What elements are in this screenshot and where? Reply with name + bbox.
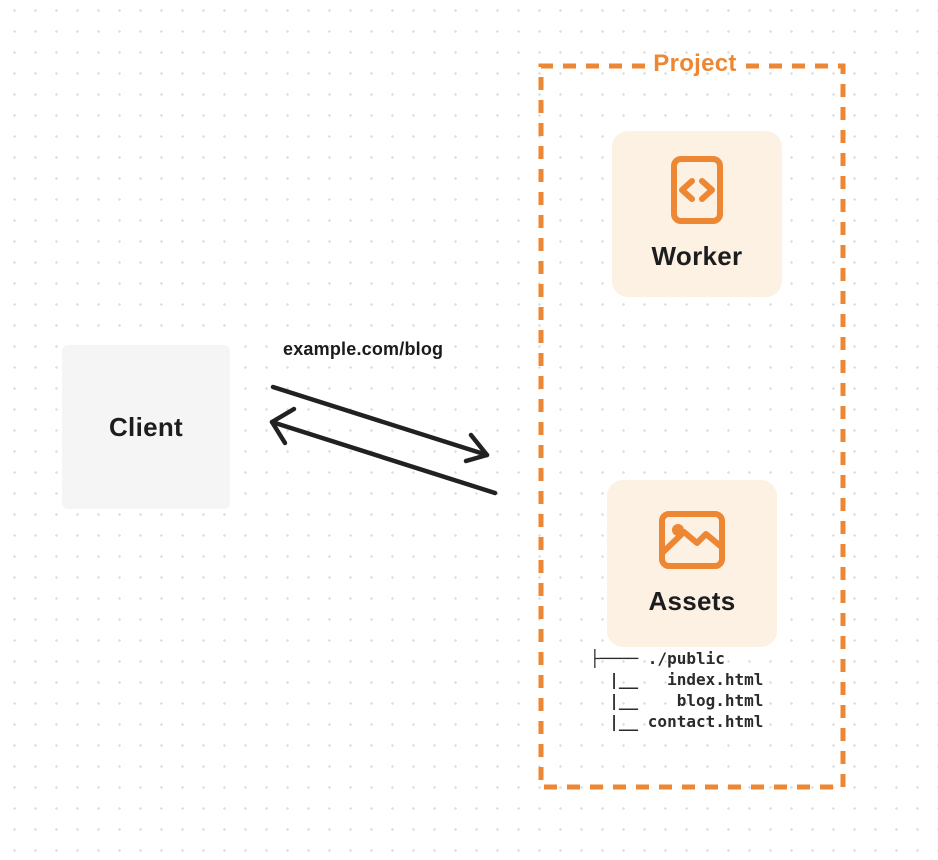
worker-card: Worker bbox=[612, 131, 782, 297]
image-icon bbox=[659, 510, 725, 569]
assets-card: Assets bbox=[607, 480, 777, 647]
file-tree-line-index: |__ index.html bbox=[590, 670, 764, 689]
file-tree-line-contact: |__ contact.html bbox=[590, 712, 764, 731]
assets-label: Assets bbox=[648, 585, 736, 616]
client-box: Client bbox=[62, 345, 230, 509]
client-label: Client bbox=[108, 411, 184, 442]
file-tree-line-blog: |__ blog.html bbox=[590, 691, 764, 710]
project-label: Project bbox=[653, 50, 737, 77]
request-arrow-icon bbox=[270, 384, 490, 464]
worker-label: Worker bbox=[651, 241, 743, 271]
file-tree-line-root: ├──── ./public bbox=[590, 649, 725, 668]
request-url-label: example.com/blog bbox=[283, 339, 444, 359]
response-arrow-icon bbox=[269, 406, 498, 496]
code-file-icon bbox=[671, 156, 723, 224]
file-tree: ├──── ./public |__ index.html |__ blog.h… bbox=[590, 648, 763, 732]
